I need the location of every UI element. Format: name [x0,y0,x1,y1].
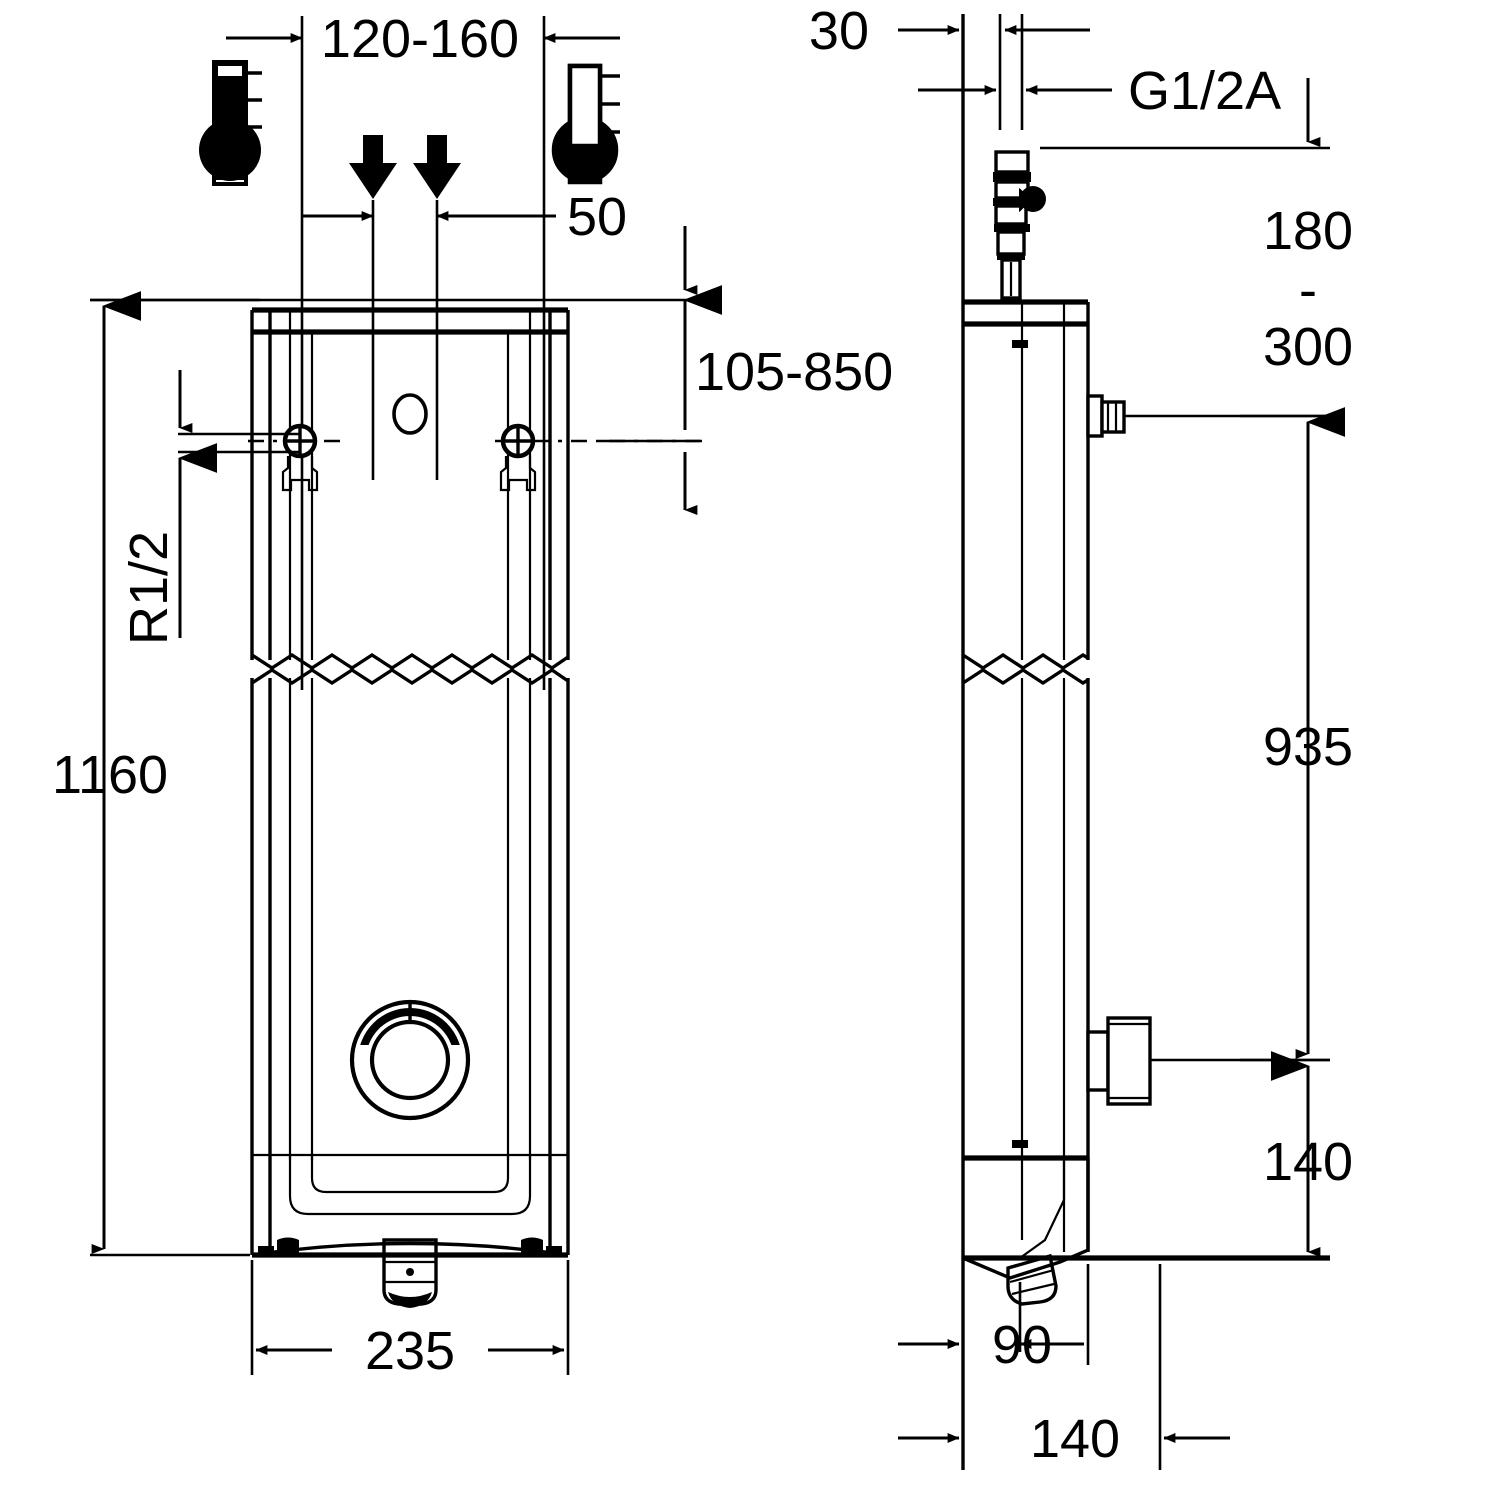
dim-inlet-spacing-label: 120-160 [321,9,519,69]
dim-outlet-center: 935 [1240,407,1353,1062]
front-view: 120-160 50 [52,9,893,1381]
panel-recess-outer [288,1155,532,1216]
dim-outlet-thread-label: G1/2A [1128,61,1281,121]
dim-depth-total-label: 140 [1030,1409,1120,1469]
dim-overall-width-label: 235 [365,1321,455,1381]
dim-wall-offset: 30 [809,1,1090,130]
front-extension-lines [300,16,546,690]
angle-valve-icon [993,150,1046,300]
bottom-nozzle [1006,1253,1058,1306]
inlet-connector-right [499,423,537,492]
break-line-upper [251,652,569,671]
bottom-outlet-nozzle [382,1238,438,1308]
side-view: 30 G1/2A 180 [809,1,1353,1470]
side-break-line-lower [962,667,1089,686]
dim-depth-front-label: 90 [992,1315,1052,1375]
dim-lower-outlet: 140 [1240,1051,1353,1260]
rotary-knob-icon [349,999,471,1121]
side-break-line-upper [962,652,1089,671]
dim-thread-r12-label: R1/2 [119,531,179,645]
dim-top-range-label: 180 [1263,201,1353,261]
dim-overall-width: 235 [250,1260,570,1381]
break-line-lower [251,667,569,686]
lower-outlet-elbow [1086,1016,1152,1106]
vent-hole [392,393,428,435]
panel-recess-inner [310,1155,510,1194]
dim-connection-height-label: 105-850 [695,342,893,402]
dim-inlet-offset-label: 50 [567,187,627,247]
dim-inlet-spacing: 120-160 [226,9,620,69]
bottom-spout [962,1158,1090,1280]
thermometer-hot-icon [199,60,262,186]
dim-depth-front: 90 [898,1264,1090,1375]
side-cabinet-body [962,299,1330,1306]
front-cabinet-body [248,307,700,1308]
dim-depth-total: 140 [898,1264,1230,1470]
dim-wall-offset-label: 30 [809,1,869,61]
dim-total-height-label: 1160 [52,745,168,805]
flow-arrow-down-icon-left [349,135,397,199]
dim-connection-height: 105-850 [600,285,893,515]
dim-lower-outlet-label: 140 [1263,1132,1353,1192]
dim-outlet-thread: G1/2A [918,61,1281,121]
thermometer-cold-icon [551,63,620,185]
dim-top-range: 180 - 300 [1263,78,1353,377]
flow-arrow-down-icon-right [413,135,461,199]
dim-range-separator: - [1299,260,1317,320]
upper-outlet-stub [1086,394,1126,438]
dim-thread-r12: R1/2 [119,370,300,645]
dim-top-range-max-label: 300 [1263,317,1353,377]
dim-inlet-offset: 50 [302,187,627,247]
dim-outlet-center-label: 935 [1263,717,1353,777]
dim-total-height: 1160 [52,291,260,1257]
